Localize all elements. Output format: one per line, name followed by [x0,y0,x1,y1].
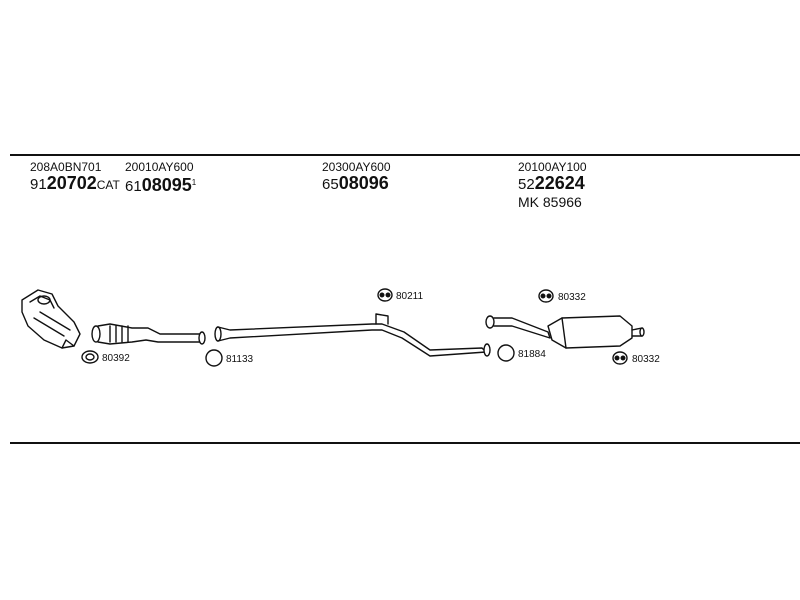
rubber-hanger-icon[interactable] [377,288,393,302]
fitting-label: 80332 [632,354,660,365]
part-number: 9120702CAT [30,173,120,193]
bottom-divider-line [10,442,800,444]
oe-number: 20300AY600 [322,160,391,174]
ring-icon[interactable] [205,349,223,367]
part-block-rear-muffler[interactable]: 20100AY100 5222624 MK 85966 [518,160,587,210]
fitting-label: 81884 [518,349,546,360]
part-number: 5222624 [518,173,585,193]
center-pipe-icon[interactable] [214,313,491,357]
rubber-hanger-icon[interactable] [538,289,554,303]
part-block-center-pipe[interactable]: 20300AY600 6508096 [322,160,391,194]
catalytic-converter-icon[interactable] [21,289,81,349]
ring-icon[interactable] [497,344,515,362]
top-divider-line [10,154,800,156]
fitting-label: 80211 [396,291,424,302]
front-pipe-icon[interactable] [91,323,206,345]
part-number: 6508096 [322,173,389,193]
fitting-label: 80332 [558,292,586,303]
rear-muffler-icon[interactable] [485,315,645,349]
oe-number: 20100AY100 [518,160,587,174]
gasket-icon[interactable] [81,350,99,364]
rubber-hanger-icon[interactable] [612,351,628,365]
part-block-front-pipe[interactable]: 20010AY600 61080951 [125,160,196,196]
fitting-label: 80392 [102,353,130,364]
part-number: 61080951 [125,175,197,195]
oe-number: 208A0BN701 [30,160,102,174]
part-block-catalyst[interactable]: 208A0BN701 9120702CAT [30,160,120,194]
oe-number: 20010AY600 [125,160,194,174]
fitting-label: 81133 [226,354,254,365]
mounting-kit-number: MK 85966 [518,194,582,210]
